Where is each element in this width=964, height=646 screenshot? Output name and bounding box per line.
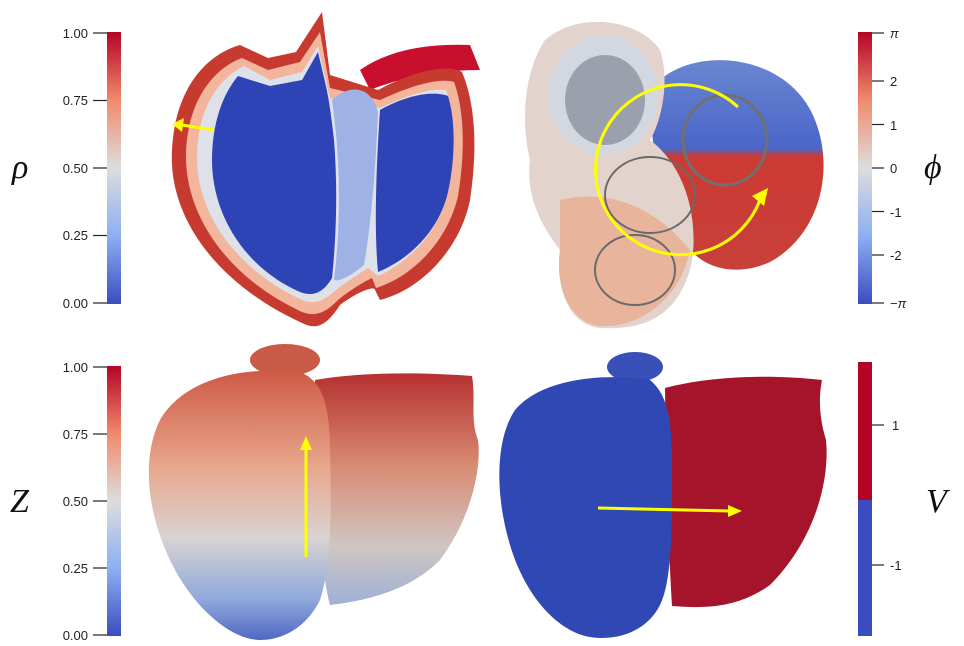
phi-tick-label: 2 — [890, 74, 897, 89]
v-tick-label: 1 — [892, 418, 899, 433]
phi-colorbar-gradient — [858, 32, 872, 304]
v-colorbar-top — [858, 362, 872, 500]
rho-tick-label: 0.25 — [63, 228, 88, 243]
z-heart-anterior — [149, 344, 479, 640]
phi-tick-label: −π — [890, 296, 907, 311]
phi-tick-label: -2 — [890, 248, 902, 263]
phi-tick-label: 0 — [890, 161, 897, 176]
z-tick-label: 0.00 — [63, 628, 88, 643]
rho-symbol: ρ — [11, 149, 28, 186]
z-right-chamber — [315, 373, 479, 605]
z-tick-label: 1.00 — [63, 360, 88, 375]
z-left-chamber — [149, 371, 331, 640]
z-colorbar-gradient — [107, 366, 121, 636]
rho-tick-label: 0.75 — [63, 93, 88, 108]
v-symbol: V — [926, 483, 951, 520]
phi-symbol: ϕ — [924, 149, 942, 186]
v-colorbar-bottom — [858, 500, 872, 636]
phi-tick-label: 1 — [890, 118, 897, 133]
rho-colorbar-gradient — [107, 32, 121, 304]
rho-tick-label: 0.00 — [63, 296, 88, 311]
rho-tick-label: 1.00 — [63, 26, 88, 41]
rho-colorbar: 1.00 0.75 0.50 0.25 0.00 — [63, 26, 121, 311]
phi-colorbar: π 2 1 0 -1 -2 −π — [858, 26, 907, 311]
z-tick-label: 0.25 — [63, 561, 88, 576]
z-symbol: Z — [10, 483, 30, 520]
rho-tick-label: 0.50 — [63, 161, 88, 176]
v-right-chamber — [665, 377, 827, 607]
v-heart-anterior — [499, 352, 826, 638]
z-tick-label: 0.75 — [63, 427, 88, 442]
v-colorbar: 1 -1 — [858, 362, 902, 636]
v-left-chamber — [499, 377, 672, 638]
phi-tick-label: π — [890, 26, 899, 41]
z-colorbar: 1.00 0.75 0.50 0.25 0.00 — [63, 360, 121, 643]
phi-heart-top-view — [525, 22, 824, 328]
phi-tick-label: -1 — [890, 205, 902, 220]
v-tick-label: -1 — [890, 558, 902, 573]
rho-heart-section — [172, 12, 480, 326]
z-tick-label: 0.50 — [63, 494, 88, 509]
